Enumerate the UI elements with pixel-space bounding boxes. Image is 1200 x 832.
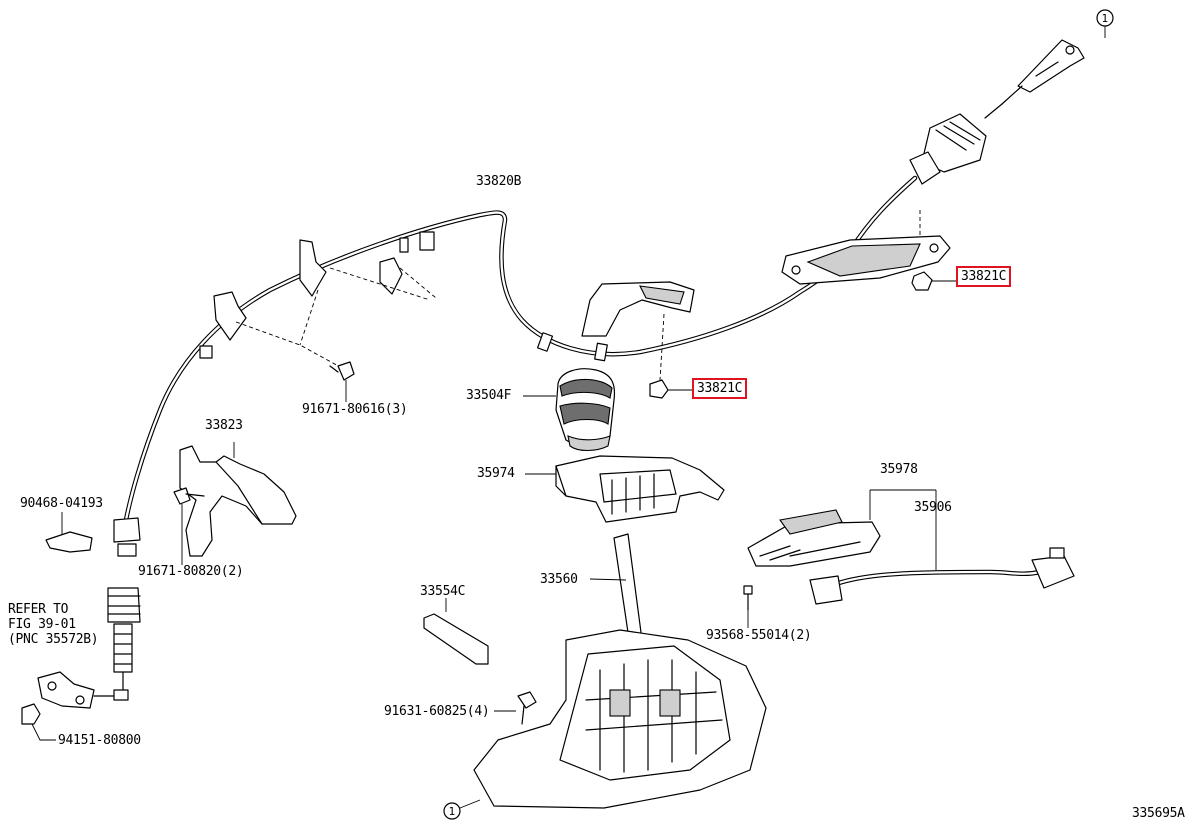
- label-90468-04193: 90468-04193: [20, 496, 103, 511]
- label-33821C-top: 33821C: [955, 266, 1012, 287]
- label-93568-55014: 93568-55014(2): [706, 628, 812, 643]
- label-33560: 33560: [540, 572, 578, 587]
- cable-end-bottom: [37, 517, 141, 709]
- refer-note-line3: (PNC 35572B): [8, 632, 99, 647]
- label-35906: 35906: [914, 500, 952, 515]
- screw-91631: [494, 691, 537, 725]
- nut-mid: [649, 379, 694, 399]
- refer-note-line2: FIG 39-01: [8, 617, 76, 632]
- refer-note: REFER TO FIG 39-01 (PNC 35572B): [8, 602, 99, 647]
- indicator-strip: [423, 598, 489, 665]
- label-91671-80820: 91671-80820(2): [138, 564, 244, 579]
- bolt-91671-80616: [329, 361, 355, 402]
- circle-ref-top: 1: [1096, 9, 1114, 38]
- label-33823: 33823: [205, 418, 243, 433]
- circle-ref-top-text: 1: [1102, 12, 1109, 25]
- screw-93568: [743, 585, 753, 628]
- label-91671-80616: 91671-80616(3): [302, 402, 408, 417]
- dashed-guides: [235, 210, 921, 381]
- shift-lever-housing: [525, 455, 725, 523]
- circle-ref-bottom: 1: [443, 799, 481, 820]
- label-33554C: 33554C: [420, 584, 466, 599]
- shift-lever-rod: [589, 533, 643, 647]
- cable-bracket-plate: [781, 235, 951, 285]
- label-94151-80800: 94151-80800: [58, 733, 141, 748]
- label-33504F: 33504F: [466, 388, 512, 403]
- label-35978: 35978: [880, 462, 918, 477]
- shift-cable: [123, 175, 918, 523]
- refer-note-line1: REFER TO: [8, 602, 69, 617]
- circle-ref-bottom-text: 1: [449, 805, 456, 818]
- lever-bracket: [581, 281, 695, 337]
- label-33821C-mid: 33821C: [691, 378, 748, 399]
- cable-bracket-33823: [179, 442, 297, 557]
- shift-knob: [523, 368, 616, 452]
- nut-top: [911, 271, 958, 291]
- figure-id: 335695A: [1132, 806, 1185, 821]
- label-33820B: 33820B: [476, 174, 522, 189]
- bolt-91671-80820: [173, 487, 205, 565]
- switch-assembly: [747, 489, 1075, 605]
- nut-94151: [21, 703, 56, 741]
- cable-end-top: [909, 39, 1085, 185]
- label-91631-60825: 91631-60825(4): [384, 704, 490, 719]
- shifter-base: [473, 629, 767, 809]
- clip-90468: [45, 512, 93, 553]
- label-35974: 35974: [477, 466, 515, 481]
